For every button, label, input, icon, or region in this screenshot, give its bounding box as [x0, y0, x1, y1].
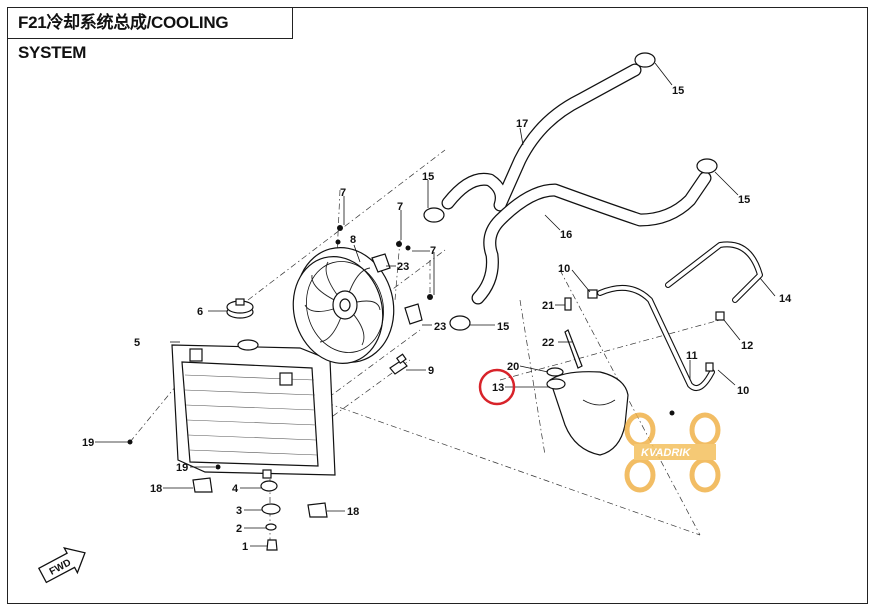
callout-19: 19 — [176, 462, 188, 474]
callout-13: 13 — [492, 382, 504, 394]
callout-14: 14 — [779, 293, 792, 305]
callout-18: 18 — [347, 506, 359, 518]
watermark-text: KVADRIK — [641, 447, 691, 459]
callout-16: 16 — [560, 229, 572, 241]
bolts — [127, 225, 675, 470]
callout-15: 15 — [422, 171, 434, 183]
leader-lines — [95, 62, 776, 547]
callout-23: 23 — [434, 321, 446, 333]
callout-11: 11 — [686, 350, 698, 362]
callout-labels: 5 6 7 7 7 8 9 15 23 23 15 15 15 17 16 10… — [82, 85, 792, 553]
callout-15: 15 — [738, 194, 750, 206]
callout-20: 20 — [507, 361, 519, 373]
callout-7: 7 — [430, 245, 436, 257]
callout-19: 19 — [82, 437, 94, 449]
callout-17: 17 — [516, 118, 528, 130]
fan-brackets — [371, 253, 423, 325]
callout-3: 3 — [236, 505, 242, 517]
callout-10: 10 — [737, 385, 749, 397]
callout-23: 23 — [397, 261, 409, 273]
callout-15: 15 — [497, 321, 509, 333]
callout-8: 8 — [350, 234, 356, 246]
hose-clamps — [423, 52, 718, 331]
callout-10: 10 — [558, 263, 570, 275]
highlight-circle — [478, 368, 516, 406]
callout-9: 9 — [428, 365, 434, 377]
callout-4: 4 — [232, 483, 239, 495]
radiator-cap — [226, 298, 254, 319]
radiator — [171, 339, 336, 479]
lower-hose — [471, 171, 712, 305]
mount-rubbers — [192, 477, 328, 551]
callout-12: 12 — [741, 340, 753, 352]
callout-7: 7 — [340, 187, 346, 199]
small-clamps — [587, 289, 725, 372]
fwd-arrow-icon: FWD — [37, 546, 86, 584]
upper-hose — [441, 63, 642, 212]
diagram-frame — [7, 7, 868, 604]
overflow-hoses — [597, 241, 763, 391]
callout-5: 5 — [134, 337, 140, 349]
callout-22: 22 — [542, 337, 554, 349]
callout-18: 18 — [150, 483, 162, 495]
callout-15: 15 — [672, 85, 684, 97]
callout-21: 21 — [542, 300, 554, 312]
coolant-reservoir — [546, 371, 629, 456]
temperature-sensor — [389, 353, 408, 375]
callout-7: 7 — [397, 201, 403, 213]
page-title: F21冷却系统总成/COOLING SYSTEM — [7, 7, 293, 62]
callout-2: 2 — [236, 523, 242, 535]
callout-6: 6 — [197, 306, 203, 318]
watermark-logo: KVADRIK — [624, 412, 721, 493]
callout-1: 1 — [242, 541, 248, 553]
assembly-lines — [129, 149, 721, 545]
reservoir-parts — [546, 297, 583, 377]
cooling-fan — [292, 247, 395, 364]
